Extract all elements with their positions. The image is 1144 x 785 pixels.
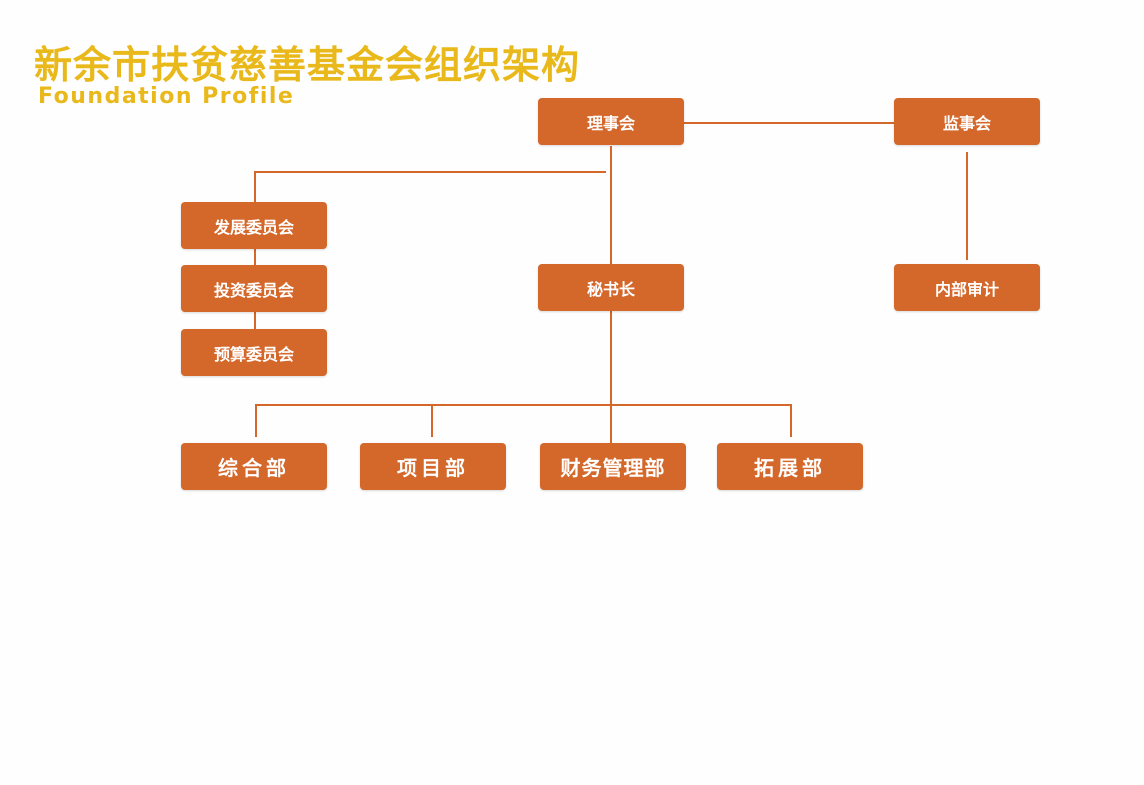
- connector: [254, 171, 606, 173]
- node-supervisors: 监事会: [894, 98, 1040, 145]
- connector: [790, 404, 792, 437]
- connector: [431, 404, 433, 437]
- connector: [684, 122, 894, 124]
- node-investment-committee: 投资委员会: [181, 265, 327, 312]
- page-subtitle: Foundation Profile: [38, 84, 295, 109]
- connector: [254, 249, 256, 265]
- node-finance-dept: 财务管理部: [540, 443, 686, 490]
- node-general-dept: 综合部: [181, 443, 327, 490]
- node-development-committee: 发展委员会: [181, 202, 327, 249]
- connector: [255, 404, 257, 437]
- node-board: 理事会: [538, 98, 684, 145]
- node-internal-audit: 内部审计: [894, 264, 1040, 311]
- connector: [254, 171, 256, 202]
- node-secretary-general: 秘书长: [538, 264, 684, 311]
- connector: [255, 404, 792, 406]
- node-project-dept: 项目部: [360, 443, 506, 490]
- node-budget-committee: 预算委员会: [181, 329, 327, 376]
- connector: [254, 312, 256, 329]
- connector: [966, 152, 968, 260]
- page-title: 新余市扶贫慈善基金会组织架构: [34, 43, 581, 87]
- node-expansion-dept: 拓展部: [717, 443, 863, 490]
